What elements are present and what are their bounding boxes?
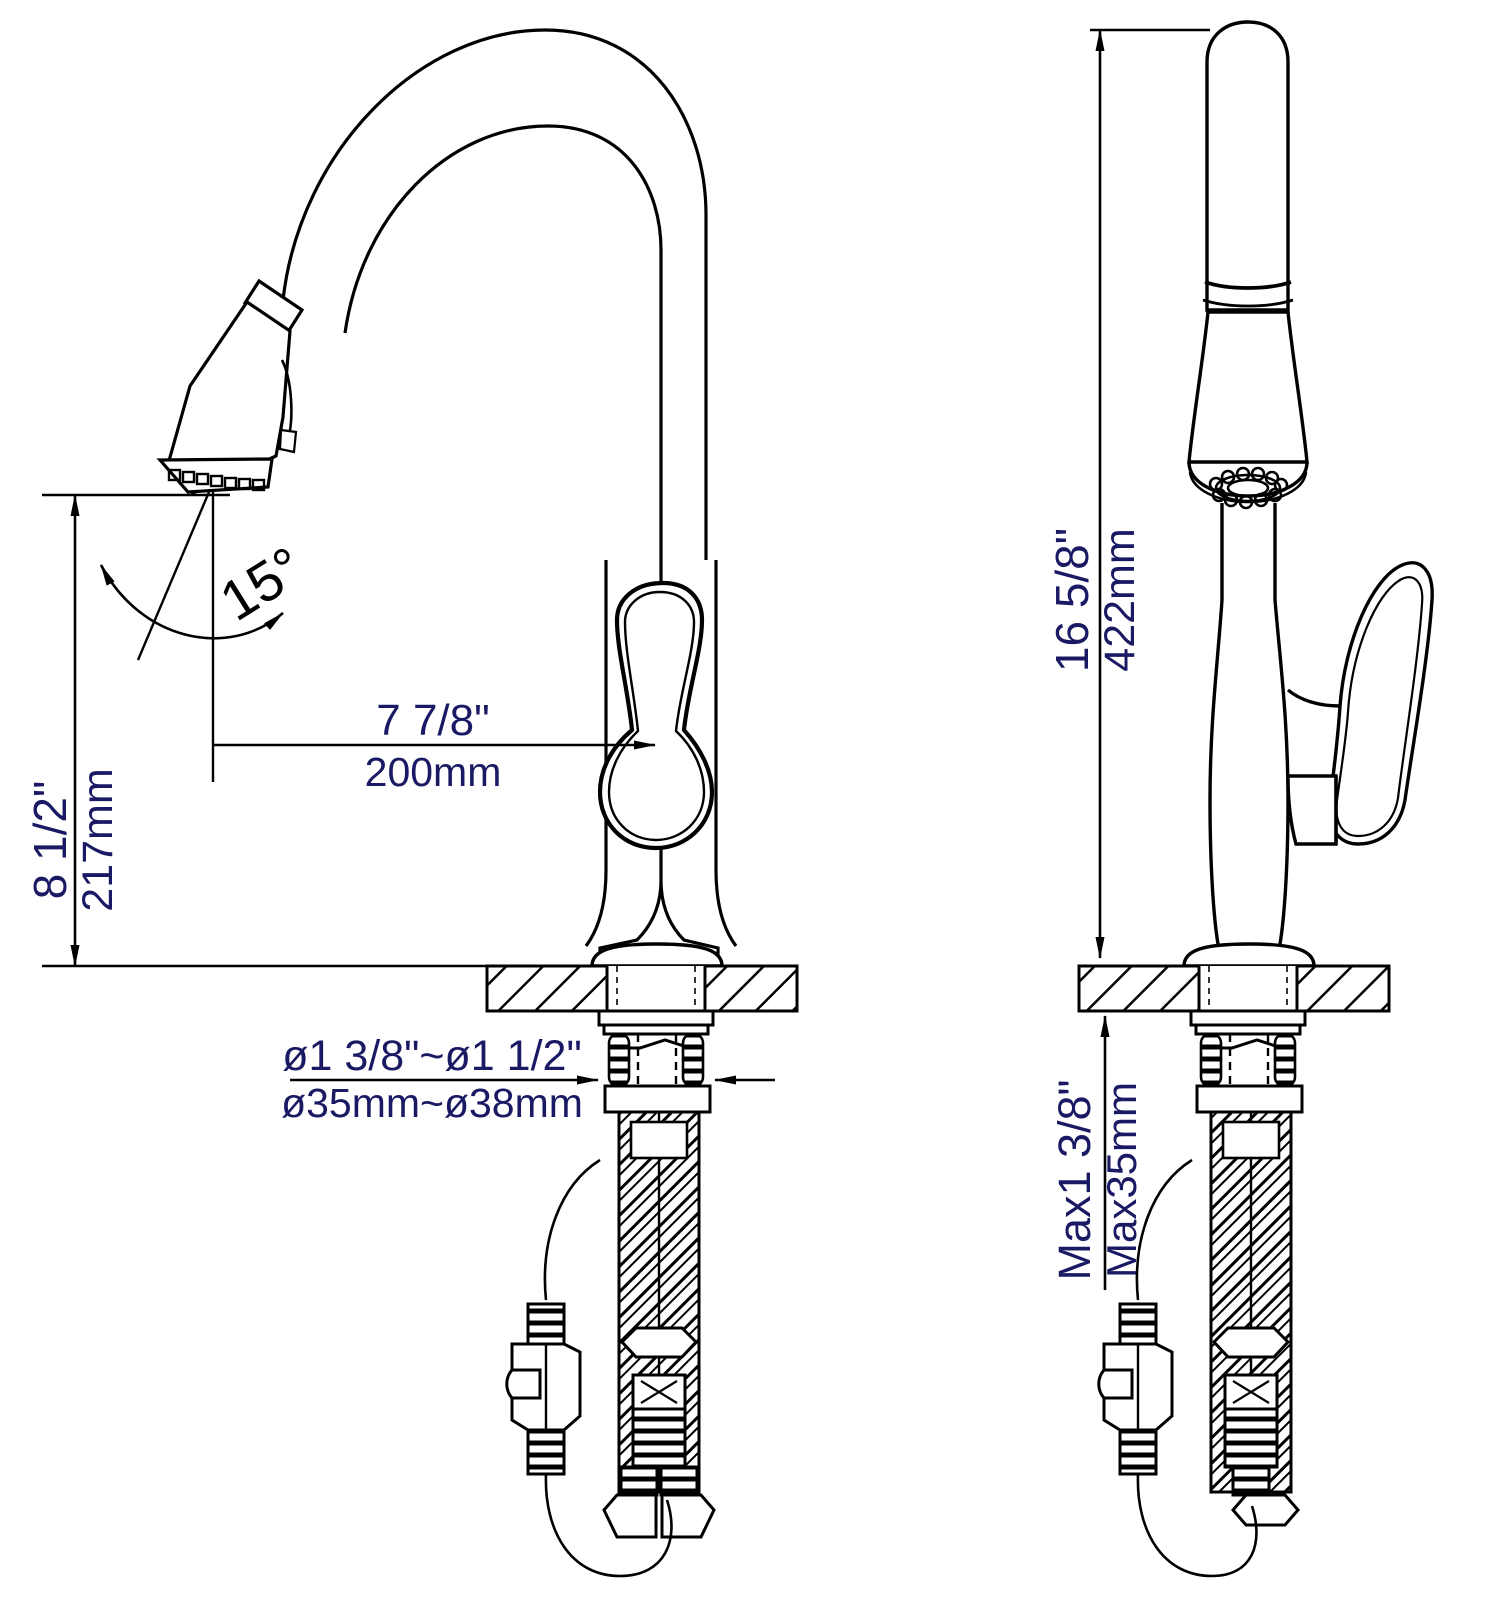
max-deck-metric: Max35mm	[1098, 1082, 1145, 1278]
max-deck-thickness-dimension: Max1 3/8" Max35mm	[1049, 1009, 1145, 1290]
hose-loop-line	[543, 1158, 601, 1301]
mounting-hole-imperial: ø1 3/8"~ø1 1/2"	[282, 1032, 581, 1080]
hose-loop-line-side	[1135, 1158, 1193, 1301]
max-deck-imperial: Max1 3/8"	[1049, 1079, 1100, 1280]
spout-height-metric: 217mm	[74, 768, 122, 911]
overall-height-dimension: 16 5/8" 422mm	[1046, 28, 1210, 959]
mounting-hole-diameter: ø1 3/8"~ø1 1/2" ø35mm~ø38mm	[281, 1032, 775, 1126]
hose-end-fittings	[602, 1465, 716, 1539]
hose-return-line	[544, 1473, 673, 1578]
gooseneck-spout-side	[1202, 20, 1294, 312]
spout-reach-metric: 200mm	[365, 749, 502, 795]
lever-handle-side	[1286, 561, 1434, 846]
deck-section	[485, 964, 799, 1013]
spout-reach-dimension: 7 7/8" 200mm	[213, 696, 656, 795]
hex-coupling	[619, 1326, 699, 1469]
hose-end-fittings-side	[1231, 1465, 1300, 1527]
spray-nozzle-face	[167, 468, 266, 492]
spray-head	[156, 278, 305, 495]
side-view	[1077, 20, 1434, 1578]
escutcheon-base	[590, 942, 724, 968]
front-view	[156, 28, 799, 1578]
gooseneck-spout	[281, 28, 708, 560]
spout-height-dimension: 8 1/2" 217mm	[24, 493, 487, 968]
overall-height-metric: 422mm	[1096, 528, 1144, 671]
mounting-shank	[597, 1009, 715, 1050]
spout-reach-imperial: 7 7/8"	[376, 696, 489, 745]
hose-weight-side	[1097, 1302, 1174, 1476]
spout-height-imperial: 8 1/2"	[24, 781, 76, 900]
hose-return-line-side	[1136, 1473, 1258, 1578]
lever-handle	[597, 580, 715, 851]
overall-height-imperial: 16 5/8"	[1046, 528, 1098, 672]
hose-weight	[505, 1302, 582, 1476]
escutcheon-base-side	[1182, 942, 1316, 968]
deck-section-side	[1077, 964, 1391, 1013]
mounting-studs-side	[1199, 1032, 1297, 1088]
spray-nozzle-face-side	[1208, 466, 1289, 510]
hex-coupling-side	[1211, 1326, 1291, 1469]
mounting-hole-metric: ø35mm~ø38mm	[281, 1080, 583, 1126]
